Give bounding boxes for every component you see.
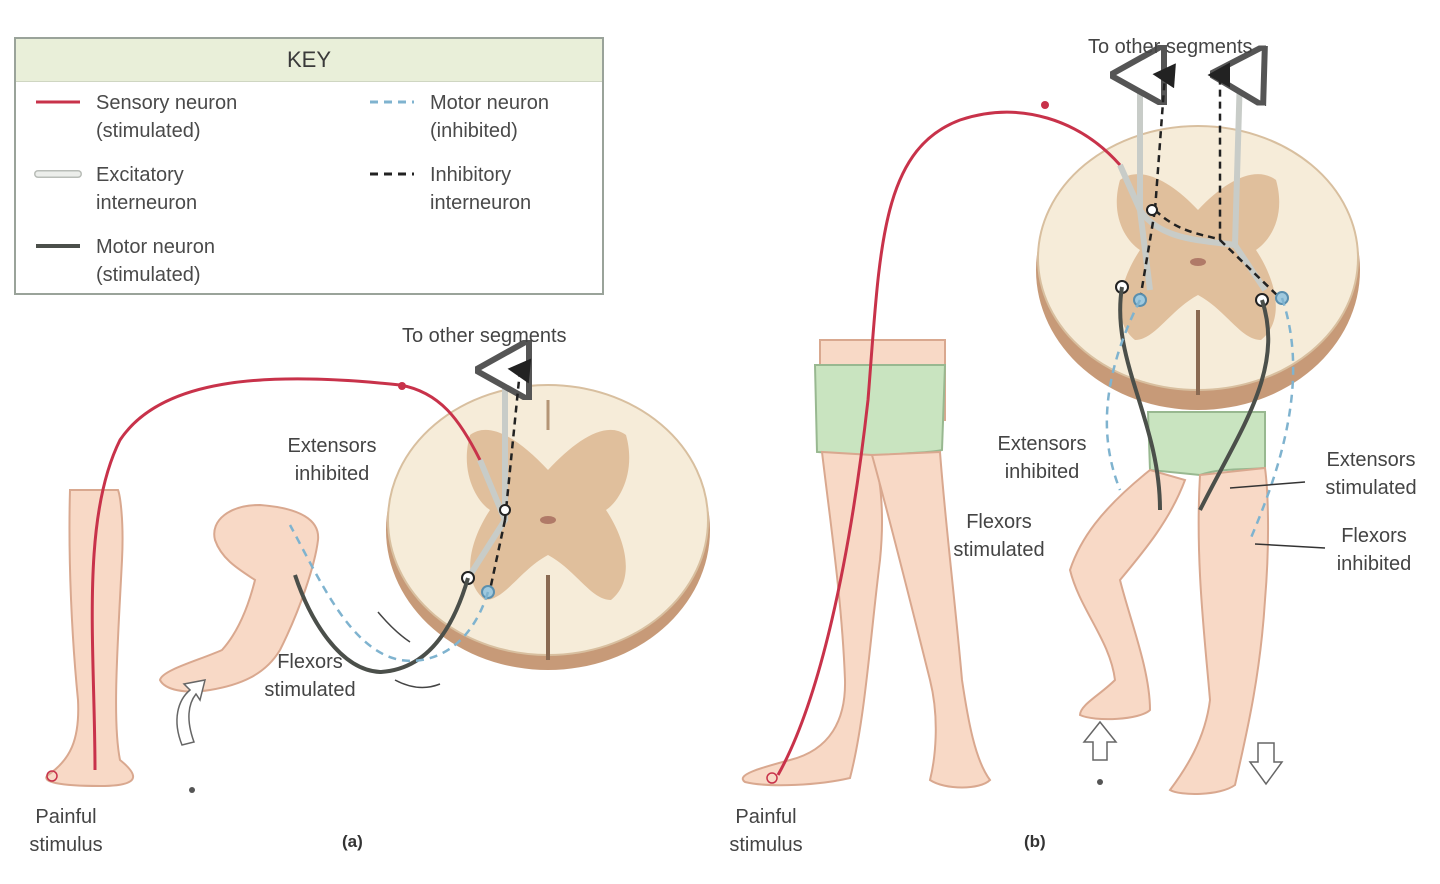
extensors-inhibited-b: Extensors inhibited [982, 430, 1102, 486]
label-line: stimulus [29, 834, 103, 856]
sensory-neuron-b [776, 101, 1122, 776]
label-line: stimulated [953, 539, 1045, 561]
painful-stimulus-a: Painful stimulus [16, 803, 116, 859]
spinal-cord-b [1036, 125, 1360, 410]
label-line: Extensors [287, 435, 377, 457]
key-title: KEY [16, 39, 602, 82]
painful-stimulus-b: Painful stimulus [716, 803, 816, 859]
excitatory-swatch [34, 161, 82, 187]
key-label: (stimulated) [96, 264, 201, 286]
motor-inh-swatch [368, 89, 416, 115]
label-pointers [1229, 481, 1326, 549]
leg-a-standing [45, 489, 135, 788]
leg-b-left [741, 339, 992, 789]
key-label: (inhibited) [430, 120, 518, 142]
key-item-sensory: Sensory neuron (stimulated) [34, 89, 316, 145]
label-line: Flexors [277, 651, 343, 673]
sensory-neuron-a [90, 377, 482, 771]
label-line: stimulated [1325, 477, 1417, 499]
key-item-motor-stimulated: Motor neuron (stimulated) [34, 233, 316, 289]
label-line: inhibited [1336, 553, 1412, 575]
label-line: inhibited [1004, 461, 1080, 483]
flexors-inhibited-b: Flexors inhibited [1318, 522, 1430, 578]
movement-arrows [176, 611, 1284, 786]
to-other-segments-b: To other segments [1088, 36, 1253, 58]
extensors-stimulated-b: Extensors stimulated [1306, 446, 1436, 502]
key-label: Excitatory [96, 164, 184, 186]
spinal-cord-a [386, 384, 710, 670]
label-line: inhibited [294, 463, 370, 485]
key-label: interneuron [430, 192, 532, 214]
key-label: Motor neuron [96, 236, 215, 258]
key-item-excitatory: Excitatory interneuron [34, 161, 316, 217]
inhibitory-swatch [368, 161, 416, 187]
label-line: stimulus [729, 834, 803, 856]
label-line: Extensors [997, 433, 1087, 455]
label-line: Flexors [1341, 525, 1407, 547]
key-label: Sensory neuron [96, 92, 238, 114]
neurons-b [1105, 75, 1295, 541]
extensors-inhibited-a: Extensors inhibited [272, 432, 392, 488]
flexors-stimulated-a: Flexors stimulated [250, 648, 370, 704]
leg-a-bent [158, 503, 320, 693]
key-label: (stimulated) [96, 120, 201, 142]
label-line: Extensors [1326, 449, 1416, 471]
panel-label-a: (a) [342, 832, 363, 851]
stimulus-markers [46, 770, 1103, 793]
label-line: Flexors [966, 511, 1032, 533]
key-item-inhibitory: Inhibitory interneuron [368, 161, 650, 217]
sensory-swatch [34, 89, 82, 115]
key-label: interneuron [96, 192, 198, 214]
motor-stim-swatch [34, 233, 82, 259]
leg-b-right [1068, 411, 1270, 796]
panel-label-b: (b) [1024, 832, 1046, 851]
flexors-stimulated-b: Flexors stimulated [936, 508, 1062, 564]
neurons-a [288, 370, 520, 675]
key-legend: KEY Sensory neuron (stimulated) Excitato… [14, 37, 604, 295]
label-line: Painful [735, 806, 797, 828]
key-label: Motor neuron [430, 92, 549, 114]
label-line: stimulated [264, 679, 356, 701]
key-label: Inhibitory [430, 164, 512, 186]
label-line: Painful [35, 806, 97, 828]
to-other-segments-a: To other segments [402, 325, 567, 347]
key-item-motor-inhibited: Motor neuron (inhibited) [368, 89, 650, 145]
